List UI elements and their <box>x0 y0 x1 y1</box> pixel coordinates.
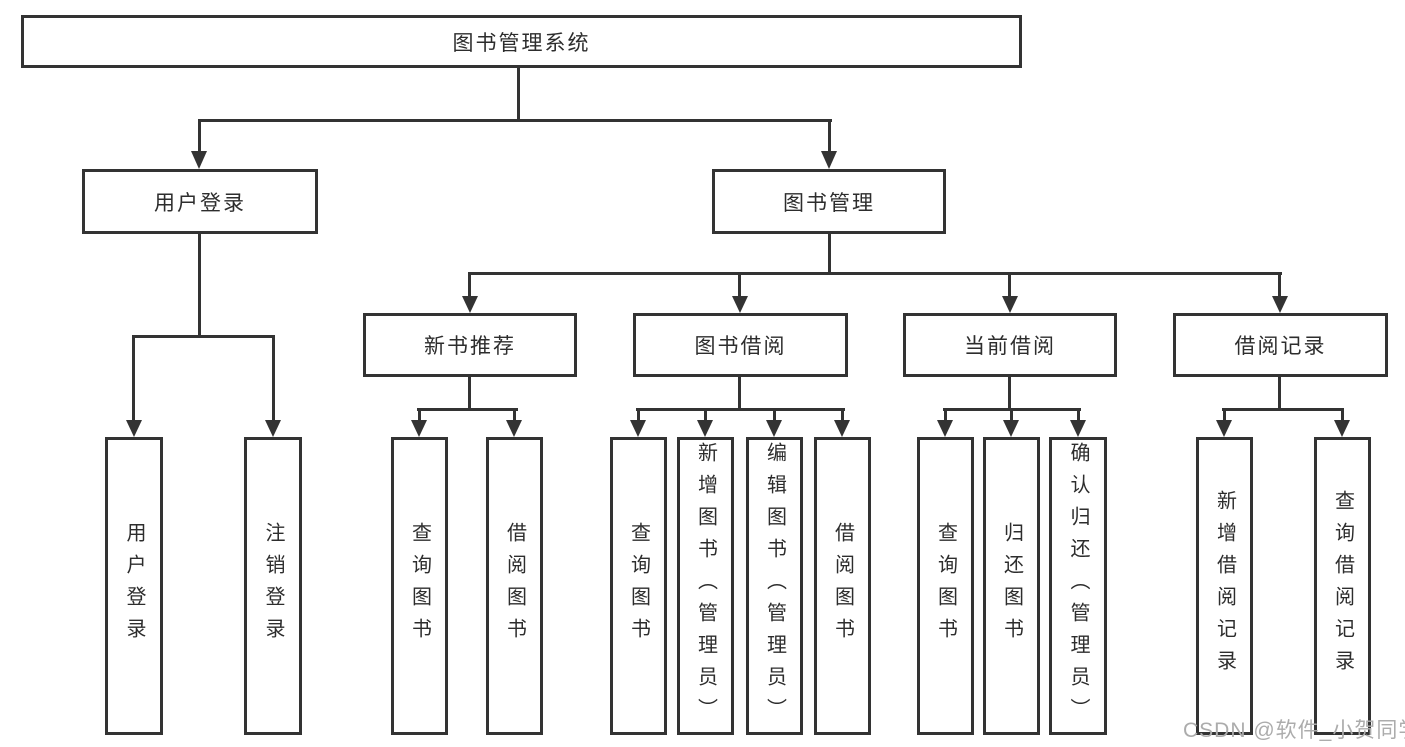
leaf-borrow-edit-admin-label: 编辑图书（管理员） <box>763 442 786 730</box>
connector-line <box>513 408 516 422</box>
arrow-down-icon <box>630 420 646 437</box>
connector-line <box>637 408 640 422</box>
connector-line <box>738 377 741 411</box>
leaf-confirm-return-admin-label: 确认归还（管理员） <box>1067 442 1089 730</box>
arrow-down-icon <box>821 151 837 169</box>
arrow-down-icon <box>1070 420 1086 437</box>
arrow-down-icon <box>411 420 427 437</box>
connector-line <box>1010 408 1013 422</box>
node-borrow-record-label: 借阅记录 <box>1234 335 1327 358</box>
leaf-borrow-edit-admin: 编辑图书（管理员） <box>746 437 803 735</box>
connector-line <box>272 335 275 421</box>
node-current-borrow: 当前借阅 <box>903 313 1117 377</box>
node-book-management: 图书管理 <box>712 169 946 234</box>
connector-line <box>468 377 471 411</box>
arrow-down-icon <box>265 420 281 437</box>
leaf-newbook-borrow: 借阅图书 <box>486 437 543 735</box>
csdn-watermark: CSDN @软件_小贺同学 <box>1183 719 1405 742</box>
arrow-down-icon <box>766 420 782 437</box>
connector-line <box>704 408 707 422</box>
arrow-down-icon <box>126 420 142 437</box>
arrow-down-icon <box>732 296 748 313</box>
arrow-down-icon <box>1216 420 1232 437</box>
connector-line <box>517 68 520 122</box>
connector-line <box>468 272 471 298</box>
connector-line <box>828 234 831 275</box>
connector-line <box>636 408 845 411</box>
leaf-user-login: 用户登录 <box>105 437 163 735</box>
arrow-down-icon <box>1334 420 1350 437</box>
node-user-login-label: 用户登录 <box>154 191 246 215</box>
arrow-down-icon <box>191 151 207 169</box>
arrow-down-icon <box>1003 420 1019 437</box>
leaf-newbook-borrow-label: 借阅图书 <box>503 522 526 650</box>
leaf-borrow-book-label: 借阅图书 <box>831 522 854 650</box>
connector-line <box>1222 408 1344 411</box>
arrow-down-icon <box>462 296 478 313</box>
connector-line <box>132 335 135 421</box>
leaf-current-query: 查询图书 <box>917 437 974 735</box>
leaf-return-book-label: 归还图书 <box>1000 522 1023 650</box>
connector-line <box>468 272 1282 275</box>
connector-line <box>828 119 831 153</box>
connector-line <box>944 408 947 422</box>
leaf-confirm-return-admin: 确认归还（管理员） <box>1049 437 1107 735</box>
node-root-label: 图书管理系统 <box>452 31 591 55</box>
leaf-borrow-book: 借阅图书 <box>814 437 871 735</box>
node-current-borrow-label: 当前借阅 <box>964 335 1056 358</box>
leaf-record-add-label: 新增借阅记录 <box>1213 490 1236 682</box>
leaf-newbook-query: 查询图书 <box>391 437 448 735</box>
leaf-logout-label: 注销登录 <box>262 522 284 650</box>
node-new-book-recommend-label: 新书推荐 <box>424 335 516 358</box>
leaf-user-login-label: 用户登录 <box>123 522 145 650</box>
connector-line <box>198 119 832 122</box>
node-new-book-recommend: 新书推荐 <box>363 313 577 377</box>
connector-line <box>1008 272 1011 298</box>
node-root: 图书管理系统 <box>21 15 1022 68</box>
connector-line <box>773 408 776 422</box>
arrow-down-icon <box>1002 296 1018 313</box>
arrow-down-icon <box>1272 296 1288 313</box>
connector-line <box>1008 377 1011 411</box>
connector-line <box>198 233 201 337</box>
leaf-current-query-label: 查询图书 <box>934 522 957 650</box>
leaf-newbook-query-label: 查询图书 <box>408 522 431 650</box>
leaf-return-book: 归还图书 <box>983 437 1040 735</box>
arrow-down-icon <box>834 420 850 437</box>
connector-line <box>132 335 275 338</box>
connector-line <box>417 408 518 411</box>
connector-line <box>1223 408 1226 422</box>
node-book-borrow: 图书借阅 <box>633 313 848 377</box>
connector-line <box>1341 408 1344 422</box>
connector-line <box>198 119 201 153</box>
node-book-borrow-label: 图书借阅 <box>694 335 787 358</box>
arrow-down-icon <box>937 420 953 437</box>
connector-line <box>1278 377 1281 411</box>
arrow-down-icon <box>697 420 713 437</box>
arrow-down-icon <box>506 420 522 437</box>
leaf-record-query-label: 查询借阅记录 <box>1331 490 1354 682</box>
connector-line <box>1278 272 1281 298</box>
leaf-record-add: 新增借阅记录 <box>1196 437 1253 735</box>
leaf-borrow-query-label: 查询图书 <box>627 522 650 650</box>
connector-line <box>418 408 421 422</box>
connector-line <box>841 408 844 422</box>
leaf-borrow-add-admin-label: 新增图书（管理员） <box>694 442 717 730</box>
leaf-borrow-add-admin: 新增图书（管理员） <box>677 437 734 735</box>
node-book-management-label: 图书管理 <box>783 191 875 215</box>
leaf-borrow-query: 查询图书 <box>610 437 667 735</box>
leaf-logout: 注销登录 <box>244 437 302 735</box>
leaf-record-query: 查询借阅记录 <box>1314 437 1371 735</box>
node-borrow-record: 借阅记录 <box>1173 313 1388 377</box>
connector-line <box>738 272 741 298</box>
node-user-login: 用户登录 <box>82 169 318 234</box>
connector-line <box>1077 408 1080 422</box>
